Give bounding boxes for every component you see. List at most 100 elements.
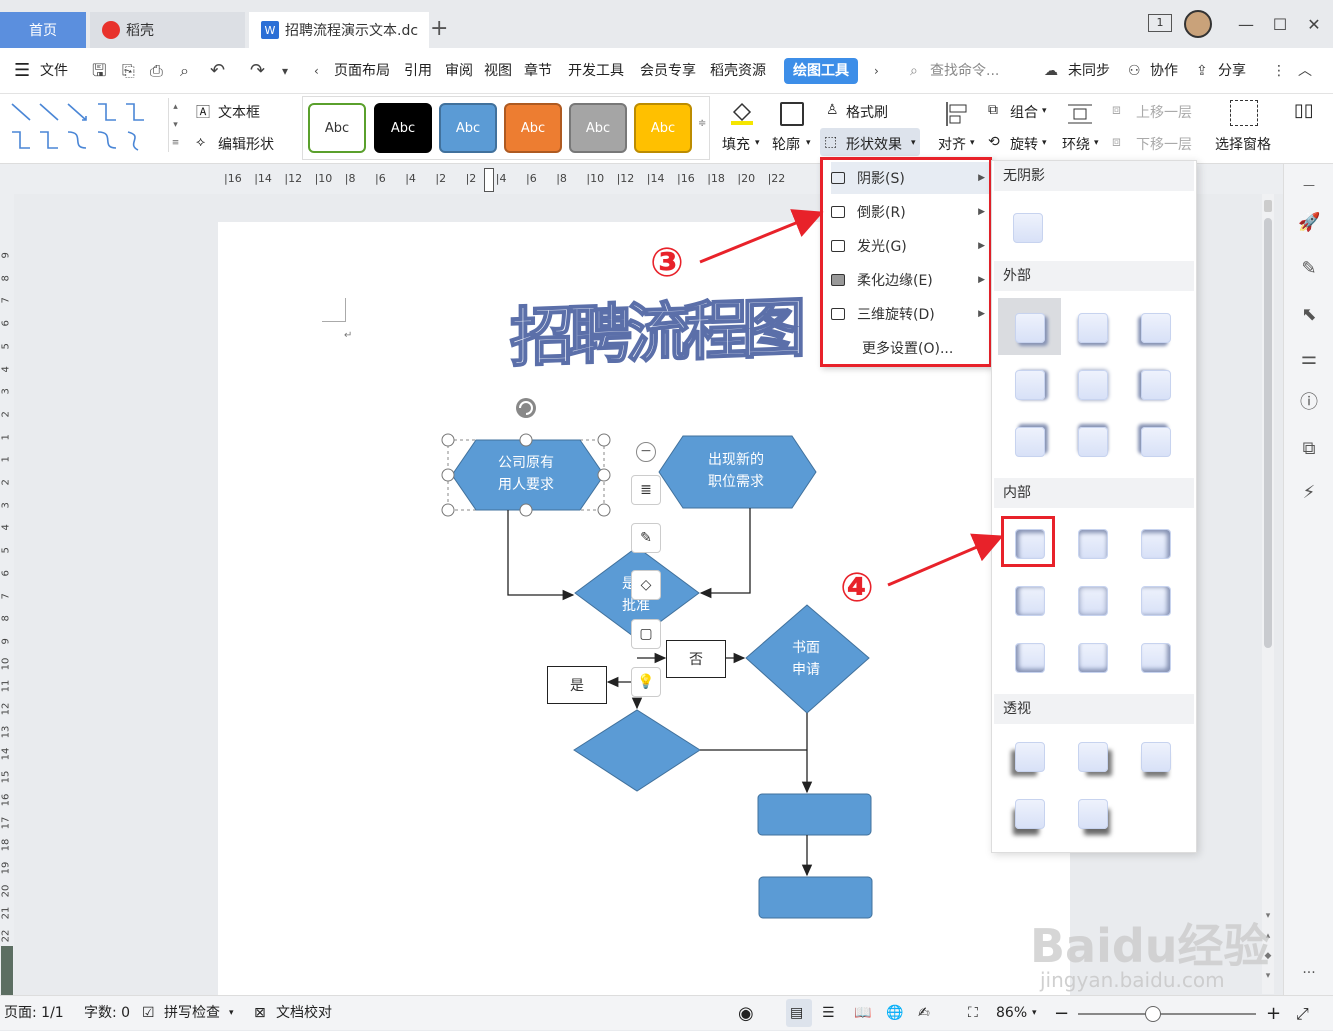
menu-drawing-tools[interactable]: 绘图工具 <box>784 58 858 84</box>
shape-style-brush-icon[interactable]: ✎ <box>631 523 661 553</box>
style-sample-1[interactable]: Abc <box>308 103 366 153</box>
menu-item-3d-rotation[interactable]: 三维旋转(D)▶ <box>831 298 989 330</box>
no-box[interactable]: 否 <box>666 640 726 678</box>
menu-references[interactable]: 引用 <box>404 63 432 79</box>
edit-shape-button[interactable]: 编辑形状 <box>218 137 274 153</box>
shadow-outer-9[interactable] <box>1141 427 1171 457</box>
shadow-outer-4[interactable] <box>1015 370 1045 400</box>
layout-options-icon[interactable]: ≣ <box>631 475 661 505</box>
new-tab-button[interactable]: + <box>430 16 449 41</box>
shadow-perspective-2[interactable] <box>1078 742 1108 772</box>
zoom-out-icon[interactable]: − <box>1054 1003 1070 1024</box>
fill-dropdown-icon[interactable]: ▾ <box>755 138 760 148</box>
shadow-inner-9[interactable] <box>1141 643 1171 673</box>
quick-fill-icon[interactable]: ◇ <box>631 570 661 600</box>
maximize-icon[interactable]: ☐ <box>1272 14 1288 34</box>
more-options-icon[interactable]: ··· <box>1302 965 1316 981</box>
close-icon[interactable]: ✕ <box>1307 14 1321 34</box>
reading-view-icon[interactable]: 📖 <box>854 1005 872 1021</box>
save-icon[interactable]: 🖫 <box>92 61 107 81</box>
bring-forward-button[interactable]: 上移一层 <box>1136 105 1192 121</box>
vertical-scrollbar[interactable]: ▾▴◆▾ <box>1262 194 1274 994</box>
zoom-slider-thumb[interactable] <box>1145 1006 1161 1022</box>
avatar[interactable] <box>1184 10 1212 38</box>
lightning-icon[interactable]: ⚡ <box>1302 482 1316 503</box>
menu-view[interactable]: 视图 <box>484 63 512 79</box>
group-button[interactable]: 组合 <box>1010 105 1038 121</box>
diamond-written-request[interactable] <box>745 604 870 714</box>
help-icon[interactable]: ⓘ <box>1300 392 1318 413</box>
connector-gallery-scroll-icon[interactable]: ▴▾≡ <box>168 98 182 152</box>
cursor-icon[interactable]: ⬉ <box>1301 304 1317 325</box>
undo-icon[interactable]: ↶ <box>210 60 226 81</box>
tab-daoke[interactable]: 稻壳 <box>90 12 245 48</box>
textbox-button[interactable]: 文本框 <box>218 105 260 121</box>
menu-item-reflection[interactable]: 倒影(R)▶ <box>831 196 989 228</box>
spellcheck-dropdown-icon[interactable]: ▾ <box>229 1008 234 1018</box>
web-view-icon[interactable]: 🌐 <box>886 1005 904 1021</box>
send-backward-button[interactable]: 下移一层 <box>1136 137 1192 153</box>
menu-item-more-settings[interactable]: 更多设置(O)... <box>831 332 989 364</box>
word-count[interactable]: 字数: 0 <box>84 1005 131 1021</box>
wrap-button[interactable]: 环绕 <box>1062 137 1090 153</box>
rotate-handle-icon[interactable] <box>516 398 536 418</box>
shadow-option-none[interactable] <box>1013 213 1043 243</box>
fill-button[interactable]: 填充 <box>722 137 750 153</box>
shadow-inner-1[interactable] <box>1015 529 1045 559</box>
page-indicator[interactable]: 页面: 1/1 <box>4 1005 64 1021</box>
menu-file[interactable]: 文件 <box>40 63 68 79</box>
page-view-icon[interactable]: ▤ <box>790 1005 804 1021</box>
shape-effect-button-bg[interactable] <box>820 128 920 156</box>
shadow-outer-3[interactable] <box>1141 313 1171 343</box>
command-search-input[interactable]: 查找命令... <box>930 63 1000 79</box>
fullscreen-icon[interactable]: ⤢ <box>1296 1004 1309 1023</box>
shadow-outer-1[interactable] <box>1015 313 1045 343</box>
align-button[interactable]: 对齐 <box>938 137 966 153</box>
export-icon[interactable]: ⎘ <box>122 61 135 80</box>
menu-developer[interactable]: 开发工具 <box>568 63 624 79</box>
menu-page-layout[interactable]: 页面布局 <box>334 63 390 79</box>
outline-view-icon[interactable]: ☰ <box>822 1005 835 1021</box>
style-sample-4[interactable]: Abc <box>504 103 562 153</box>
style-sample-6[interactable]: Abc <box>634 103 692 153</box>
zoom-dropdown-icon[interactable]: ▾ <box>1032 1008 1037 1018</box>
menu-chapter[interactable]: 章节 <box>524 63 552 79</box>
hex-shape-2[interactable] <box>658 435 817 509</box>
scrollbar-page-nav-icon[interactable]: ▾▴◆▾ <box>1264 911 1272 981</box>
format-brush-button[interactable]: 格式刷 <box>846 105 888 121</box>
shadow-perspective-5[interactable] <box>1078 799 1108 829</box>
eye-protect-icon[interactable]: ◉ <box>738 1003 754 1024</box>
shadow-inner-6[interactable] <box>1141 586 1171 616</box>
collab-button[interactable]: 协作 <box>1150 63 1178 79</box>
window-count-icon[interactable]: 1 <box>1148 14 1172 32</box>
menu-daoke-resources[interactable]: 稻壳资源 <box>710 63 766 79</box>
shadow-outer-5[interactable] <box>1078 370 1108 400</box>
align-dropdown-icon[interactable]: ▾ <box>970 138 975 148</box>
hamburger-icon[interactable]: ☰ <box>14 60 31 81</box>
quick-effect-icon[interactable]: 💡 <box>631 667 661 697</box>
shape-effect-dropdown-icon[interactable]: ▾ <box>911 138 916 148</box>
quick-outline-icon[interactable]: ▢ <box>631 619 661 649</box>
diamond-empty[interactable] <box>573 709 701 792</box>
style-sample-5[interactable]: Abc <box>569 103 627 153</box>
shadow-outer-8[interactable] <box>1078 427 1108 457</box>
rect-shape-1[interactable] <box>757 793 872 836</box>
shadow-perspective-4[interactable] <box>1015 799 1045 829</box>
scrollbar-thumb[interactable] <box>1264 218 1272 648</box>
rotate-dropdown-icon[interactable]: ▾ <box>1042 138 1047 148</box>
share-button[interactable]: 分享 <box>1218 63 1246 79</box>
print-icon[interactable]: ⎙ <box>150 61 163 80</box>
preview-icon[interactable]: ⌕ <box>180 61 189 80</box>
menu-review[interactable]: 审阅 <box>445 63 473 79</box>
outline-button[interactable]: 轮廓 <box>772 137 800 153</box>
shadow-perspective-1[interactable] <box>1015 742 1045 772</box>
wrap-dropdown-icon[interactable]: ▾ <box>1094 138 1099 148</box>
shadow-perspective-3[interactable] <box>1141 742 1171 772</box>
shadow-inner-3[interactable] <box>1141 529 1171 559</box>
collapse-toolbar-icon[interactable]: − <box>636 442 656 462</box>
menu-item-glow[interactable]: 发光(G)▶ <box>831 230 989 262</box>
menu-item-shadow[interactable]: 阴影(S)▶ <box>831 162 989 194</box>
outline-dropdown-icon[interactable]: ▾ <box>806 138 811 148</box>
style-sample-3[interactable]: Abc <box>439 103 497 153</box>
indent-marker-icon[interactable] <box>484 168 494 192</box>
